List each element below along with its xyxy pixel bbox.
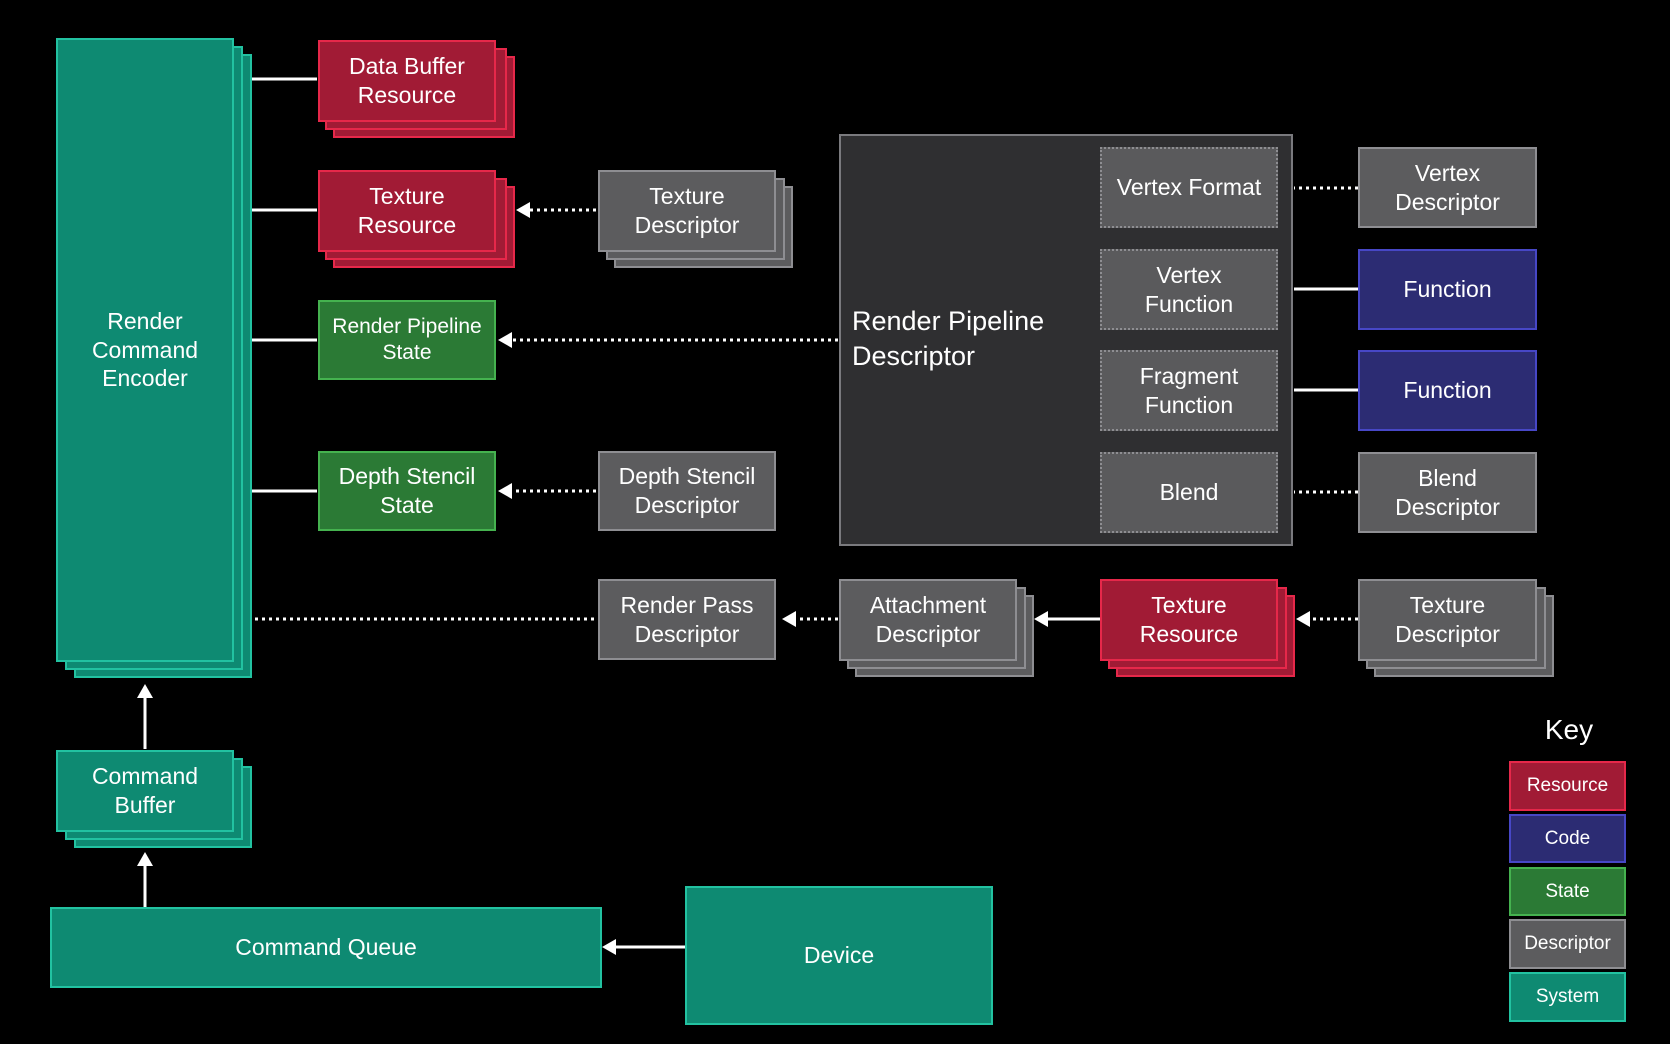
key-code: Code — [1509, 814, 1626, 863]
attachment-descriptor: Attachment Descriptor — [839, 579, 1017, 661]
render-pass-descriptor: Render Pass Descriptor — [598, 579, 776, 660]
fragment-function: Fragment Function — [1100, 350, 1278, 431]
blend: Blend — [1100, 452, 1278, 533]
texture-resource-bottom: Texture Resource — [1100, 579, 1278, 661]
depth-stencil-descriptor: Depth Stencil Descriptor — [598, 451, 776, 531]
depth-stencil-state: Depth Stencil State — [318, 451, 496, 531]
blend-descriptor: Blend Descriptor — [1358, 452, 1537, 533]
texture-descriptor-bottom: Texture Descriptor — [1358, 579, 1537, 661]
vertex-descriptor: Vertex Descriptor — [1358, 147, 1537, 228]
key-state: State — [1509, 867, 1626, 916]
texture-descriptor-top: Texture Descriptor — [598, 170, 776, 252]
key-descriptor: Descriptor — [1509, 919, 1626, 969]
function-fragment: Function — [1358, 350, 1537, 431]
key-title: Key — [1544, 714, 1594, 745]
vertex-function: Vertex Function — [1100, 249, 1278, 330]
command-buffer: Command Buffer — [56, 750, 234, 832]
render-pipeline-descriptor-label: Render Pipeline Descriptor — [852, 306, 1045, 372]
command-queue: Command Queue — [50, 907, 602, 988]
device: Device — [685, 886, 993, 1025]
vertex-format: Vertex Format — [1100, 147, 1278, 228]
key-system: System — [1509, 972, 1626, 1022]
key-resource: Resource — [1509, 761, 1626, 811]
render-pipeline-state: Render Pipeline State — [318, 300, 496, 380]
function-vertex: Function — [1358, 249, 1537, 330]
data-buffer-resource: Data Buffer Resource — [318, 40, 496, 122]
texture-resource-top: Texture Resource — [318, 170, 496, 252]
render-command-encoder: Render Command Encoder — [56, 38, 234, 662]
